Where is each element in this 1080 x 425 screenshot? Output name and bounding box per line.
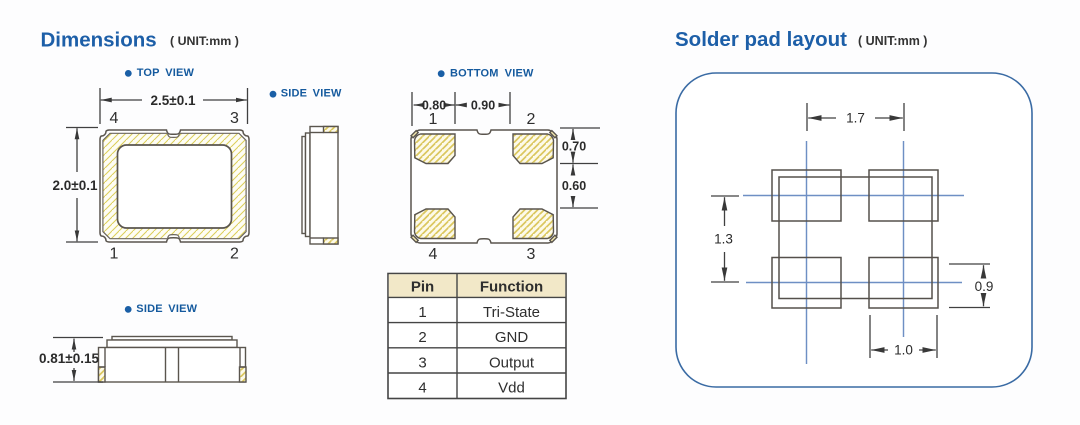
svg-text:Output: Output <box>489 354 535 371</box>
svg-text:1.0: 1.0 <box>894 343 913 358</box>
svg-text:1.7: 1.7 <box>846 111 865 126</box>
svg-text:4: 4 <box>418 380 426 397</box>
svg-text:4: 4 <box>429 246 438 263</box>
svg-text:Solder pad layout: Solder pad layout <box>675 28 847 51</box>
svg-text:Vdd: Vdd <box>498 380 525 397</box>
svg-text:( UNIT:mm ): ( UNIT:mm ) <box>858 34 927 48</box>
svg-text:1: 1 <box>429 111 438 128</box>
svg-text:0.60: 0.60 <box>562 179 586 193</box>
svg-text:0.70: 0.70 <box>562 139 586 153</box>
svg-text:0.81±0.15: 0.81±0.15 <box>39 351 99 366</box>
svg-text:0.9: 0.9 <box>975 279 994 294</box>
svg-text:GND: GND <box>495 329 529 346</box>
svg-text:2: 2 <box>230 246 239 263</box>
svg-text:0.90: 0.90 <box>471 99 495 113</box>
svg-text:2.5±0.1: 2.5±0.1 <box>151 93 196 108</box>
svg-text:Tri-State: Tri-State <box>483 304 540 321</box>
svg-text:3: 3 <box>230 110 239 127</box>
svg-text:Dimensions: Dimensions <box>41 29 157 52</box>
svg-text:4: 4 <box>110 110 119 127</box>
svg-text:1: 1 <box>418 304 426 321</box>
svg-text:1: 1 <box>110 246 119 263</box>
svg-text:( UNIT:mm ): ( UNIT:mm ) <box>170 34 239 48</box>
svg-text:Pin: Pin <box>411 279 434 296</box>
svg-text:0.80: 0.80 <box>422 99 446 113</box>
svg-text:Function: Function <box>480 279 543 296</box>
svg-text:2: 2 <box>418 329 426 346</box>
svg-text:1.3: 1.3 <box>714 232 733 247</box>
svg-text:3: 3 <box>527 246 536 263</box>
svg-text:2.0±0.1: 2.0±0.1 <box>53 178 98 193</box>
svg-text:2: 2 <box>527 111 536 128</box>
svg-text:3: 3 <box>418 354 426 371</box>
